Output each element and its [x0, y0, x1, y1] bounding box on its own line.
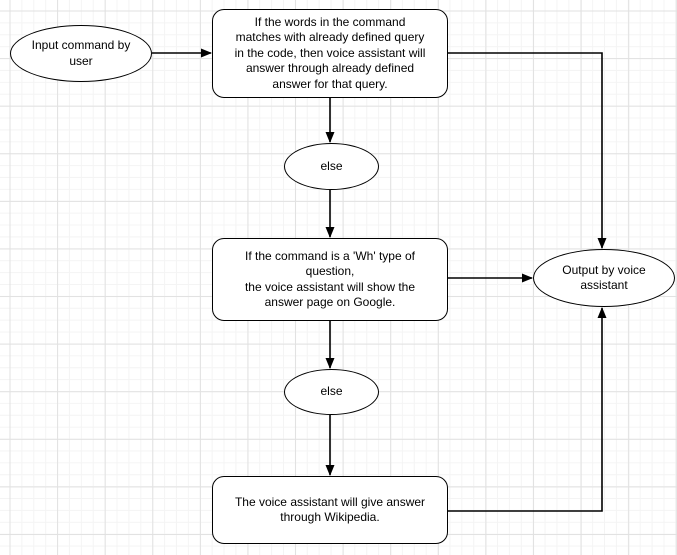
node-else-1: else	[284, 143, 379, 190]
node-wh-question-label: If the command is a 'Wh' type of questio…	[244, 248, 416, 309]
node-input-command: Input command by user	[10, 25, 152, 82]
node-wikipedia-answer: The voice assistant will give answer thr…	[212, 476, 448, 544]
node-output-by-voice-assistant: Output by voice assistant	[533, 249, 675, 307]
edge-match-query-to-output	[448, 52, 607, 249]
node-wh-question: If the command is a 'Wh' type of questio…	[212, 238, 448, 321]
edge-wikipedia-to-output	[448, 307, 607, 512]
node-match-query: If the words in the command matches with…	[212, 9, 448, 98]
node-else-1-label: else	[320, 158, 343, 173]
node-wikipedia-answer-label: The voice assistant will give answer thr…	[234, 494, 426, 524]
node-match-query-label: If the words in the command matches with…	[234, 15, 426, 91]
node-else-2: else	[284, 369, 379, 415]
node-output-by-voice-assistant-label: Output by voice assistant	[562, 262, 646, 292]
node-input-command-label: Input command by user	[31, 38, 131, 68]
node-else-2-label: else	[320, 384, 343, 399]
